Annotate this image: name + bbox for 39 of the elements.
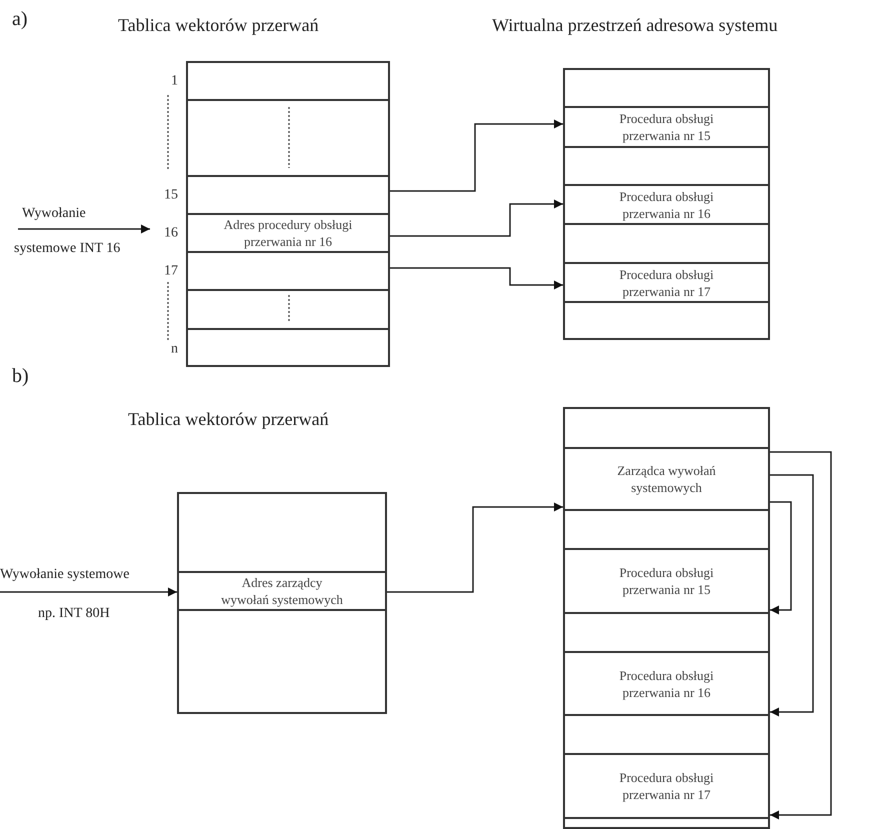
- row-number: 1: [171, 72, 178, 90]
- vector-table: [177, 492, 387, 714]
- arrow: [390, 120, 563, 192]
- caption-text: Wirtualna przestrzeń adresowa systemu: [492, 14, 778, 37]
- arrow: [18, 224, 150, 234]
- slot-text: Procedura obsługi przerwania nr 17: [618, 769, 715, 803]
- caption-text: Tablica wektorów przerwań: [118, 14, 319, 37]
- row-number: 17: [164, 262, 178, 280]
- row-number: 16: [164, 224, 178, 242]
- slot-text: Procedura obsługi przerwania nr 15: [618, 110, 715, 144]
- slot-text: Adres procedury obsługi przerwania nr 16: [222, 216, 354, 250]
- arrow: [770, 474, 814, 716]
- slot-text: Procedura obsługi przerwania nr 16: [618, 188, 715, 222]
- row-number: 15: [164, 186, 178, 204]
- arrow: [0, 588, 177, 596]
- memory-table: [563, 407, 770, 829]
- caption-text: Wywołanie: [22, 205, 86, 223]
- part-label: b): [12, 364, 29, 389]
- slot-text: Zarządca wywołań systemowych: [616, 462, 717, 496]
- part-label: a): [12, 7, 28, 32]
- arrow: [390, 200, 563, 237]
- arrow: [387, 502, 563, 593]
- caption-text: systemowe INT 16: [14, 240, 120, 258]
- slot-text: Procedura obsługi przerwania nr 16: [618, 666, 715, 700]
- caption-text: Tablica wektorów przerwań: [128, 408, 329, 431]
- row-number: n: [171, 340, 178, 358]
- memory-table: [563, 68, 770, 340]
- memory-slot: [179, 571, 385, 609]
- caption-text: np. INT 80H: [38, 605, 110, 623]
- slot-text: Adres zarządcy wywołań systemowych: [220, 574, 344, 608]
- arrow: [770, 451, 832, 820]
- caption-text: Wywołanie systemowe: [0, 566, 130, 584]
- slot-text: Procedura obsługi przerwania nr 17: [618, 266, 715, 300]
- memory-slot: [565, 262, 768, 301]
- arrow: [390, 267, 563, 290]
- slot-text: Procedura obsługi przerwania nr 15: [618, 564, 715, 598]
- memory-slot: [565, 184, 768, 223]
- arrow: [770, 501, 792, 614]
- memory-slot: [565, 106, 768, 146]
